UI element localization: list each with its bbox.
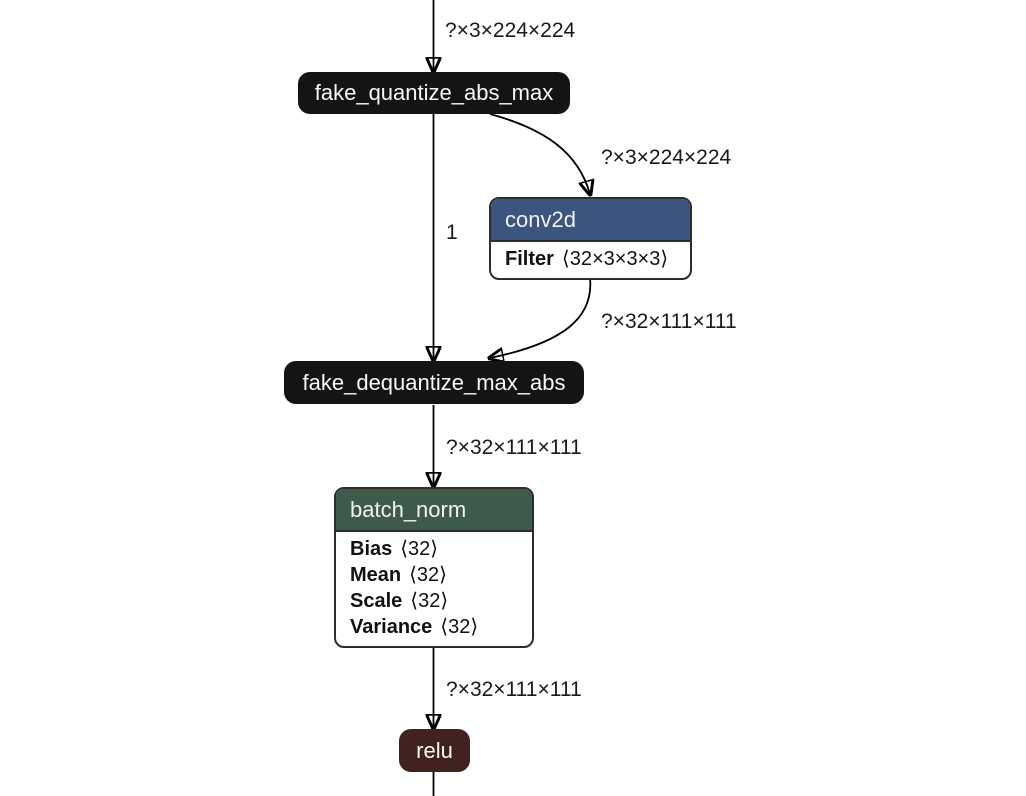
attribute-value: ⟨32⟩ — [409, 564, 447, 586]
node-label: conv2d — [505, 206, 576, 232]
node-conv2d-attributes: Filter ⟨32×3×3×3⟩ — [491, 242, 690, 278]
attribute-value: ⟨32×3×3×3⟩ — [561, 248, 669, 270]
attribute-value: ⟨32⟩ — [400, 538, 439, 560]
attribute-name: Mean — [350, 564, 402, 586]
edge-label-input-shape: ?×3×224×224 — [445, 19, 576, 42]
edge-label-scalar-one: 1 — [446, 221, 458, 244]
attribute-name: Bias — [350, 538, 393, 560]
attribute-value: ⟨32⟩ — [410, 590, 449, 612]
node-batch-norm-attributes: Bias ⟨32⟩ Mean ⟨32⟩ Scale ⟨32⟩ Variance ⟨32⟩ — [336, 532, 532, 646]
node-conv2d-header[interactable]: conv2d — [491, 199, 690, 242]
node-batch-norm[interactable]: batch_norm Bias ⟨32⟩ Mean ⟨32⟩ Scale ⟨32⟩ V… — [334, 487, 534, 648]
node-label: fake_dequantize_max_abs — [302, 369, 566, 395]
edge-label-relu-input-shape: ?×32×111×111 — [446, 678, 582, 701]
node-fake-quantize-abs-max[interactable]: fake_quantize_abs_max — [298, 72, 570, 114]
edge-label-conv2d-input-shape: ?×3×224×224 — [601, 146, 732, 169]
edge-fake-quantize-to-conv2d — [489, 113, 590, 194]
attribute-row-variance: Variance ⟨32⟩ — [350, 614, 518, 640]
node-label: relu — [416, 737, 453, 763]
node-relu[interactable]: relu — [399, 729, 470, 772]
node-fake-dequantize-max-abs[interactable]: fake_dequantize_max_abs — [284, 361, 584, 404]
node-label: fake_quantize_abs_max — [314, 80, 554, 105]
attribute-name: Scale — [350, 590, 403, 612]
attribute-name: Variance — [350, 616, 433, 638]
attribute-value: ⟨32⟩ — [440, 616, 479, 638]
edge-conv2d-to-fake-dequantize — [490, 277, 592, 358]
attribute-name: Filter — [505, 248, 554, 270]
node-label: batch_norm — [350, 496, 467, 522]
attribute-row-mean: Mean ⟨32⟩ — [350, 562, 518, 588]
attribute-row-bias: Bias ⟨32⟩ — [350, 536, 518, 562]
edge-label-batch-norm-input-shape: ?×32×111×111 — [446, 436, 582, 459]
attribute-row-scale: Scale ⟨32⟩ — [350, 588, 518, 614]
attribute-row-filter: Filter ⟨32×3×3×3⟩ — [505, 246, 676, 272]
edge-label-dequantize-input-shape: ?×32×111×111 — [601, 310, 737, 333]
node-batch-norm-header[interactable]: batch_norm — [336, 489, 532, 532]
node-conv2d[interactable]: conv2d Filter ⟨32×3×3×3⟩ — [489, 197, 692, 280]
